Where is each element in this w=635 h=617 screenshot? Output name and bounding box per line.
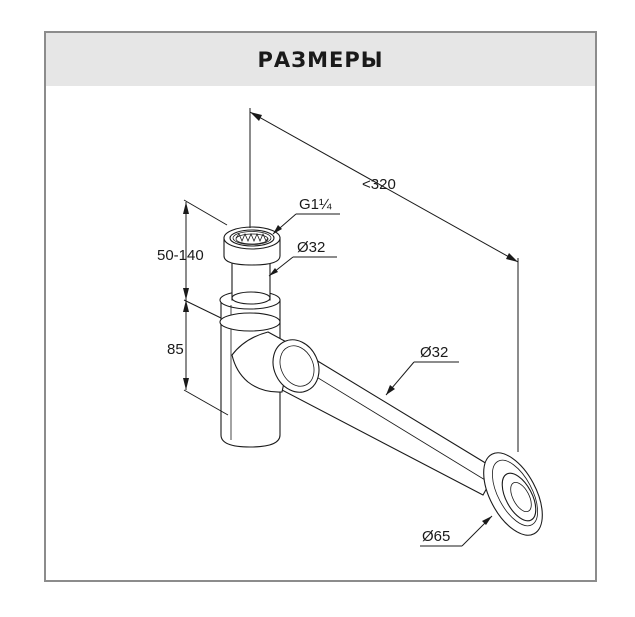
flange-diameter-leader — [420, 515, 493, 547]
flange-diameter-label: Ø65 — [422, 528, 450, 545]
thread-label: G1¼ — [299, 196, 332, 213]
page-title: РАЗМЕРЫ — [257, 47, 384, 72]
thread-leader — [272, 213, 340, 235]
inlet-diameter-label: Ø32 — [297, 239, 325, 256]
length-label: <320 — [362, 176, 396, 193]
length-dimension — [249, 108, 519, 452]
outlet-diameter-leader — [385, 361, 459, 396]
header-bar: РАЗМЕРЫ — [46, 33, 595, 86]
top-nut — [223, 226, 281, 266]
diagram-frame: РАЗМЕРЫ — [44, 31, 597, 582]
body-height-label: 85 — [167, 341, 184, 358]
upper-tube — [231, 257, 271, 305]
height-dimension — [183, 199, 229, 416]
height-adjust-label: 50-140 — [157, 247, 204, 264]
inlet-diameter-leader — [268, 256, 337, 277]
outlet-diameter-label: Ø32 — [420, 344, 448, 361]
outlet-elbow — [231, 331, 320, 393]
wall-flange — [483, 452, 543, 536]
